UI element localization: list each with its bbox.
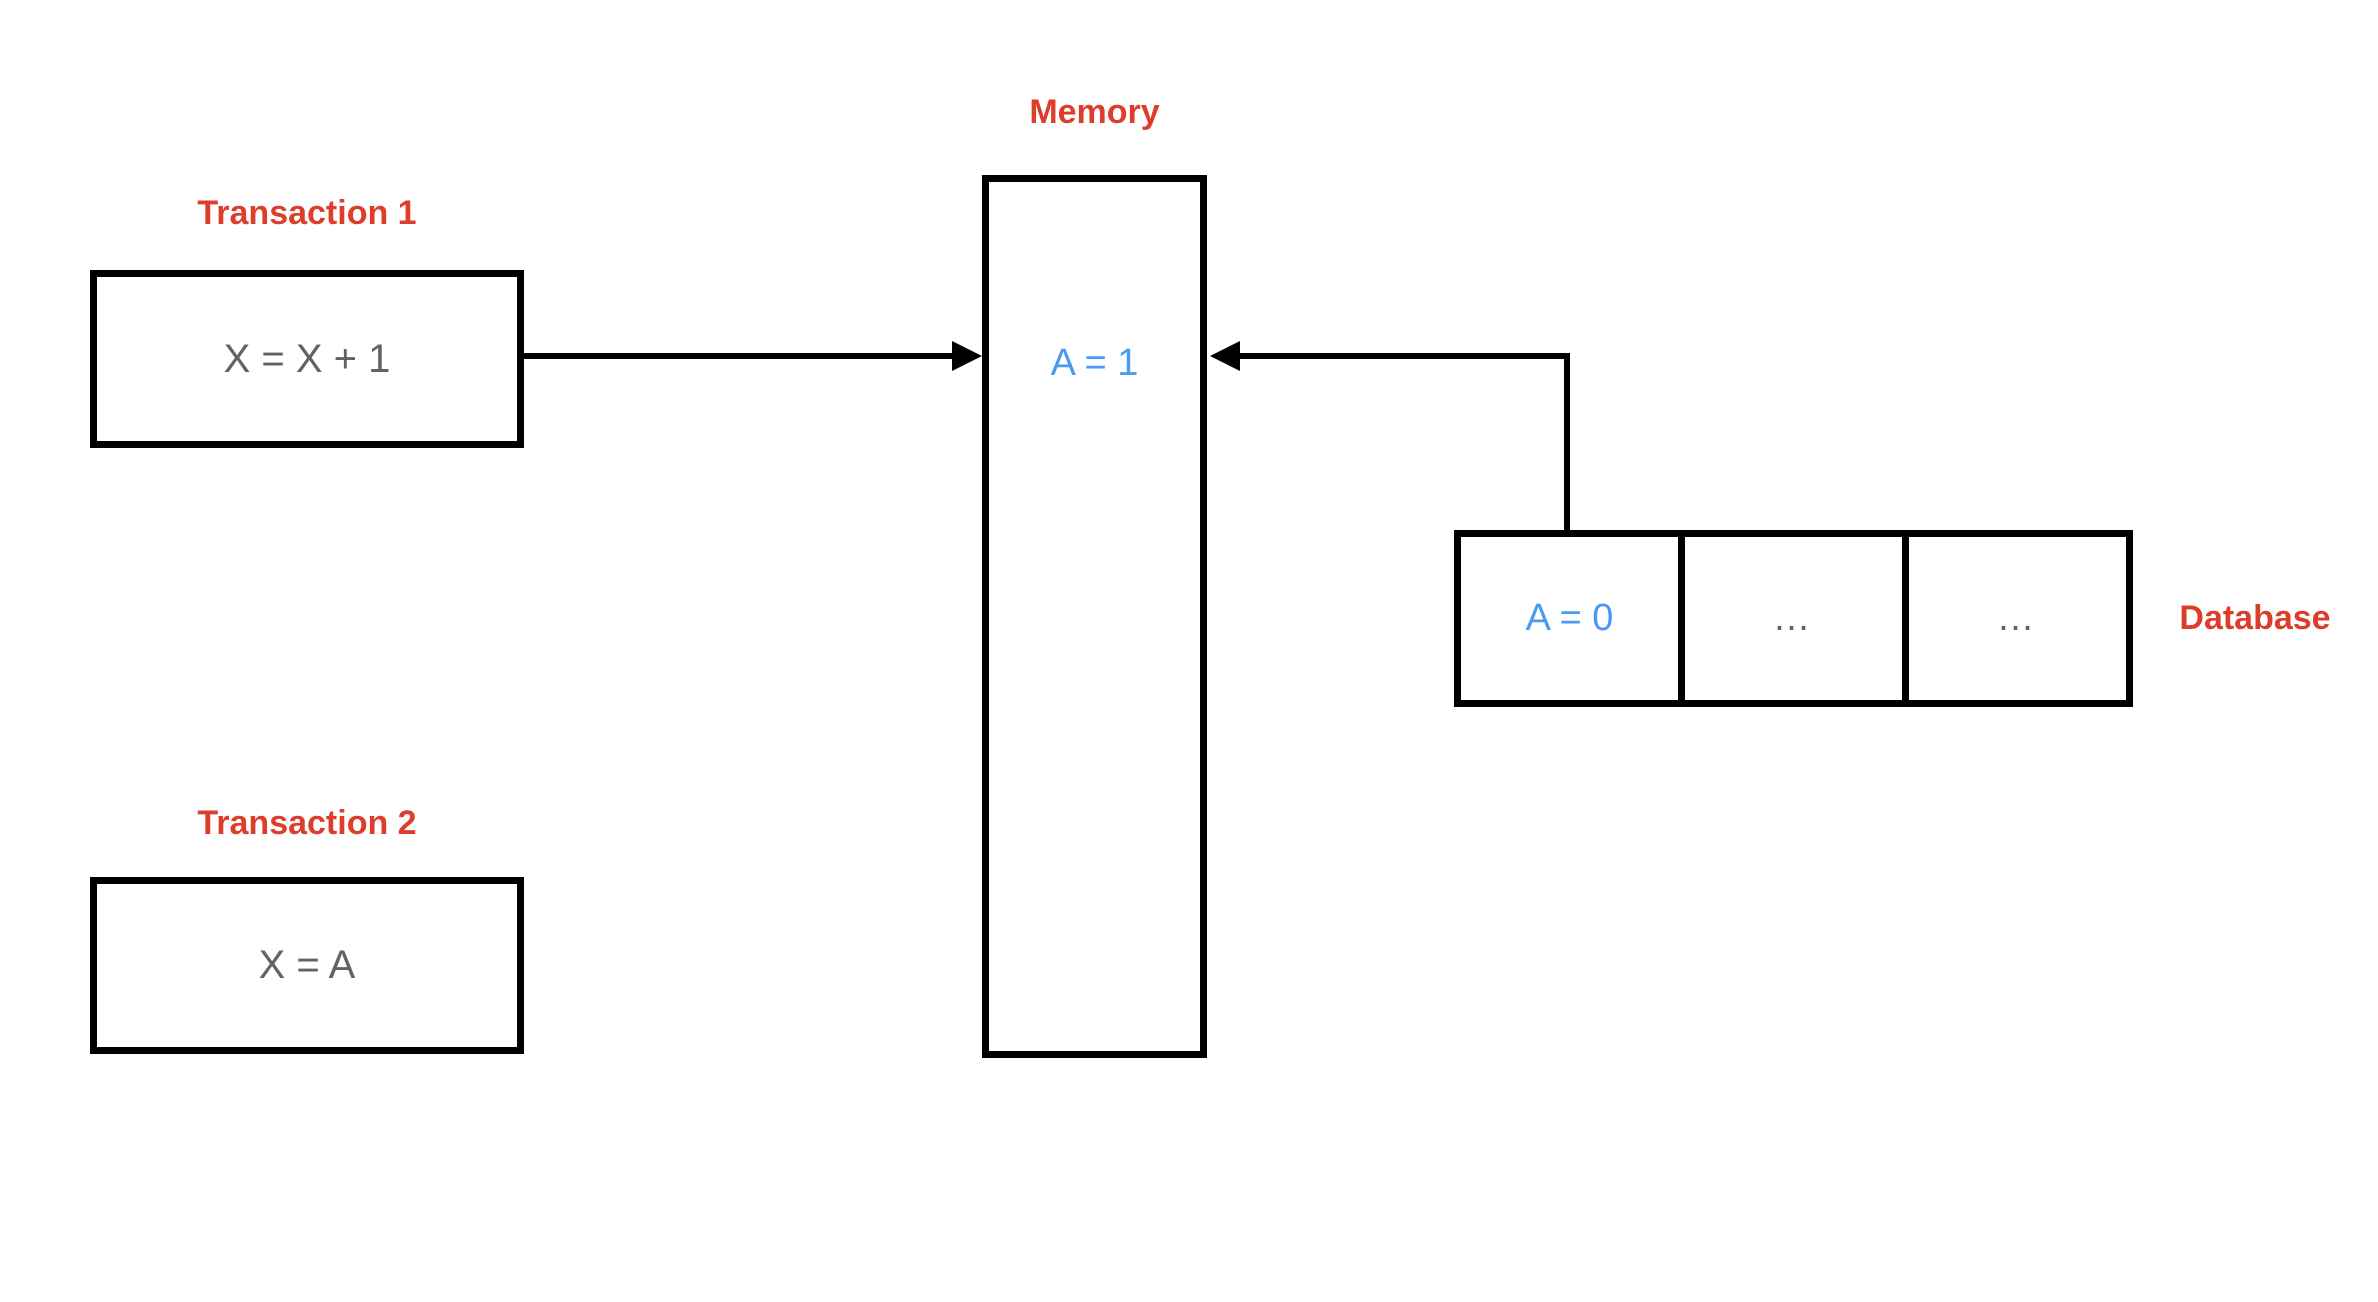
memory-label: Memory xyxy=(1029,93,1160,131)
database-cell-value: A = 0 xyxy=(1525,597,1614,639)
arrowhead-left-icon xyxy=(1210,341,1240,371)
transaction2-value: X = A xyxy=(258,943,356,987)
transaction2-label: Transaction 2 xyxy=(197,804,417,842)
memory-box: A = 1 xyxy=(982,175,1207,1058)
database-cell: … xyxy=(1902,537,2126,700)
database-cell-value: … xyxy=(1996,597,2039,639)
database-cell: … xyxy=(1678,537,1902,700)
arrow-line xyxy=(523,353,953,359)
arrowhead-right-icon xyxy=(952,341,982,371)
memory-value: A = 1 xyxy=(1050,342,1139,384)
connector-horizontal-line xyxy=(1238,353,1570,359)
database-row: A = 0 … … xyxy=(1454,530,2133,707)
transaction1-value: X = X + 1 xyxy=(223,336,391,381)
database-label: Database xyxy=(2179,599,2331,637)
transaction1-label: Transaction 1 xyxy=(197,194,417,232)
transaction2-box: X = A xyxy=(90,877,524,1054)
connector-vertical-line xyxy=(1564,353,1570,533)
database-cell: A = 0 xyxy=(1461,537,1678,700)
database-cell-value: … xyxy=(1772,597,1815,639)
transaction1-box: X = X + 1 xyxy=(90,270,524,448)
